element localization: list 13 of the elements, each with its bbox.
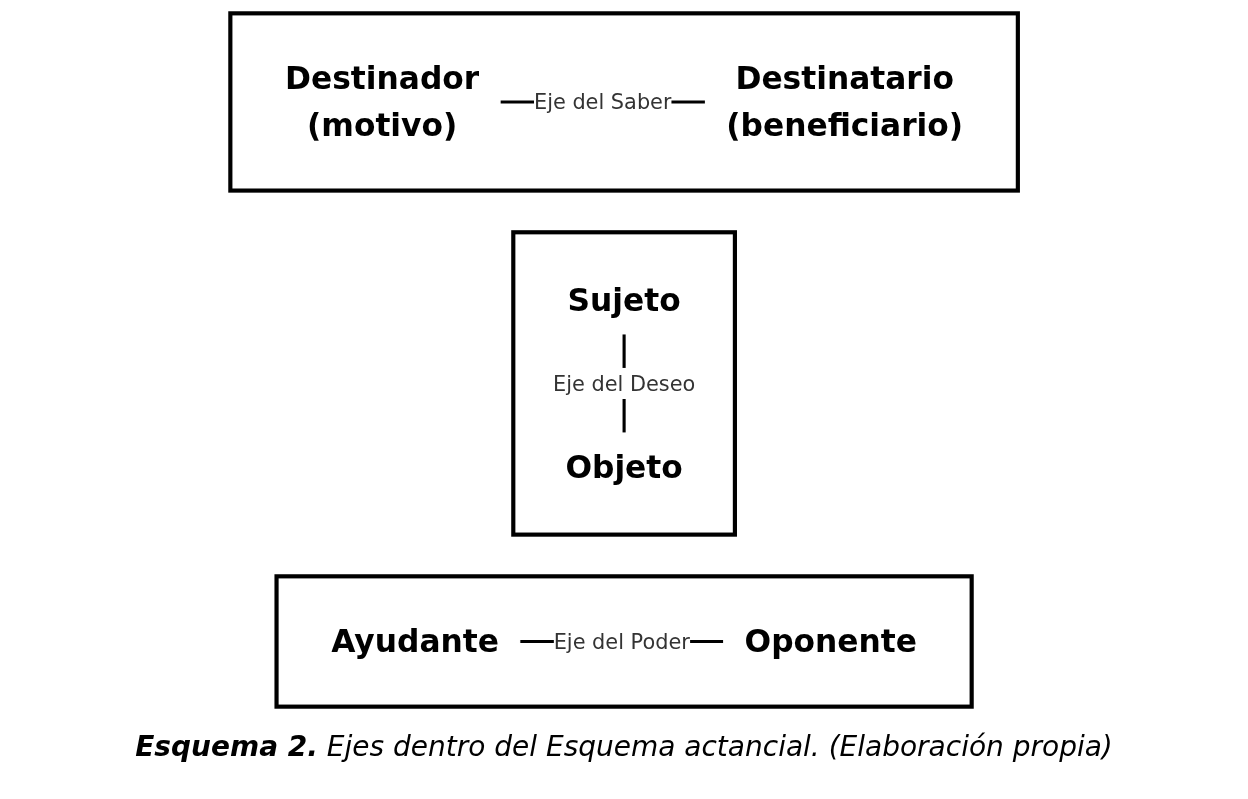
cluster [274,574,974,709]
caption: Esquema 2. Ejes dentro del Esquema actancial. (Elaboración propia) [134,730,1114,763]
edge-label: Eje del Saber [533,89,672,115]
node-text: Destinatario (beneficiario) [726,60,964,144]
edge-label: Eje del Deseo [552,370,696,396]
cluster [511,230,737,537]
node-text: Sujeto [567,281,681,319]
cluster [228,11,1020,193]
node-text: Oponente [744,623,917,660]
node-text: Ayudante [331,623,499,660]
node-text: Objeto [565,448,683,486]
edge-label: Eje del Poder [553,628,690,654]
node-text: Destinador (motivo) [284,60,480,144]
